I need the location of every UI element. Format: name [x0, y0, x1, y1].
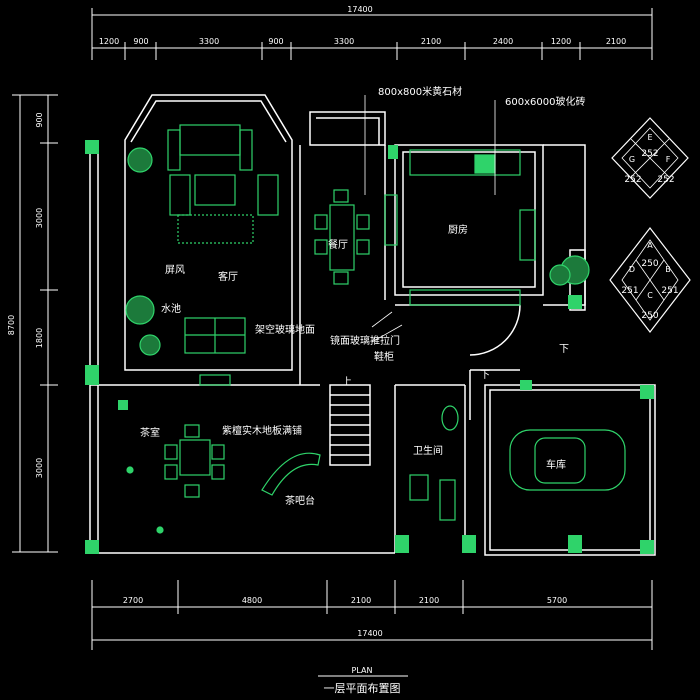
- tea-table: [179, 439, 211, 476]
- tile2-top-letter: A: [647, 241, 653, 250]
- dim-top-6: 2100: [421, 37, 441, 46]
- tile1-top-val: 252: [641, 149, 658, 159]
- leader-lines: [364, 95, 496, 343]
- dim-bottom-total: 17400: [357, 629, 382, 638]
- tile1-top-letter: E: [647, 133, 652, 142]
- tile2-top-val: 250: [641, 259, 658, 269]
- dim-left-1: 900: [35, 112, 44, 127]
- dim-top-8: 1200: [551, 37, 571, 46]
- label-garage: 车库: [546, 458, 566, 471]
- tile-diamond-2: A D B C 250 251 251 250: [609, 227, 691, 333]
- top-dimensions: [91, 8, 653, 60]
- tile2-right-val: 251: [661, 286, 678, 296]
- left-dimensions: [12, 94, 58, 553]
- note-stone: 800x800米黄石材: [378, 85, 462, 98]
- tile1-left-letter: G: [629, 155, 635, 164]
- dim-bottom-4: 2100: [419, 596, 439, 605]
- dim-bottom-3: 2100: [351, 596, 371, 605]
- note-wood-floor: 紫檀实木地板满铺: [222, 424, 302, 437]
- note-mirror-door: 镜面玻璃推拉门: [330, 334, 400, 347]
- tile-diamond-1: E G F 252 252 252: [611, 117, 689, 199]
- note-up: 上: [342, 376, 352, 388]
- label-living: 客厅: [218, 270, 238, 283]
- tile2-right-letter: B: [665, 265, 671, 274]
- walls: [89, 94, 656, 556]
- dim-top-total: 17400: [347, 5, 372, 14]
- label-tea-room: 茶室: [140, 426, 160, 439]
- plan-title: 一层平面布置图: [324, 682, 401, 695]
- dim-bottom-2: 4800: [242, 596, 262, 605]
- bottom-dimensions: [91, 580, 653, 650]
- label-pond: 水池: [161, 302, 181, 315]
- tea-bar-shape: [261, 452, 321, 496]
- note-down-1: 下: [559, 344, 569, 355]
- dim-bottom-5: 5700: [547, 596, 567, 605]
- label-screen: 屏风: [165, 264, 185, 276]
- dim-bottom-1: 2700: [123, 596, 143, 605]
- dim-top-5: 3300: [334, 37, 354, 46]
- wall-corners: [85, 140, 654, 554]
- note-shoe-cabinet: 鞋柜: [374, 350, 394, 363]
- sofa-main: [179, 124, 241, 156]
- dim-left-2: 3000: [35, 208, 44, 228]
- dim-top-3: 3300: [199, 37, 219, 46]
- plan-label: PLAN: [352, 666, 373, 675]
- label-bath: 卫生间: [413, 444, 443, 457]
- coffee-table: [194, 174, 236, 206]
- note-glass-floor: 架空玻璃地面: [255, 323, 315, 336]
- dim-top-7: 2400: [493, 37, 513, 46]
- tile1-right-val: 252: [657, 175, 674, 185]
- label-dining: 餐厅: [328, 238, 348, 251]
- dim-top-4: 900: [268, 37, 283, 46]
- furniture: [125, 124, 626, 534]
- dim-left-total: 8700: [7, 315, 16, 335]
- label-kitchen: 厨房: [448, 223, 468, 236]
- label-tea-bar: 茶吧台: [285, 494, 315, 507]
- dim-left-4: 3000: [35, 458, 44, 478]
- dim-top-1: 1200: [99, 37, 119, 46]
- dim-top-2: 900: [133, 37, 148, 46]
- dim-left-3: 1800: [35, 328, 44, 348]
- tile1-right-letter: F: [666, 155, 671, 164]
- tile2-left-val: 251: [621, 286, 638, 296]
- dim-top-9: 2100: [606, 37, 626, 46]
- note-tile: 600x6000玻化砖: [505, 95, 585, 108]
- tile2-left-letter: D: [629, 265, 635, 274]
- car: [509, 429, 626, 491]
- tile2-bottom-val: 250: [641, 311, 658, 321]
- dining-table: [329, 204, 355, 271]
- tile2-bottom-letter: C: [647, 291, 653, 300]
- tile1-left-val: 252: [624, 175, 641, 185]
- note-down-2: 下: [480, 370, 490, 381]
